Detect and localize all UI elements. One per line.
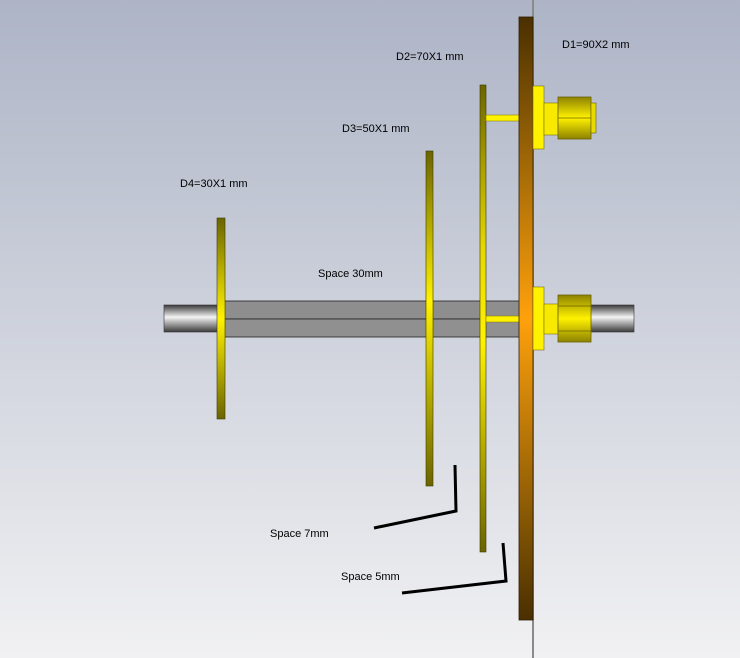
pin-upper [485, 114, 521, 122]
pin-lower [485, 315, 521, 323]
space-5mm-callout [401, 542, 508, 595]
label-d2: D2=70X1 mm [396, 51, 464, 63]
rod-end-right [589, 304, 635, 333]
support-rod [219, 300, 523, 338]
label-d1: D1=90X2 mm [562, 39, 630, 51]
label-d3: D3=50X1 mm [342, 123, 410, 135]
rod-end-left [163, 304, 223, 333]
connector-lower [532, 286, 592, 351]
disc-d3 [425, 150, 434, 487]
space-7mm-callout [373, 464, 458, 530]
label-d4: D4=30X1 mm [180, 178, 248, 190]
disc-d4 [216, 217, 226, 420]
label-space-5mm: Space 5mm [341, 571, 400, 583]
label-space-30mm: Space 30mm [318, 268, 383, 280]
disc-d2 [479, 84, 487, 553]
ground-plate-d1 [518, 16, 534, 621]
label-space-7mm: Space 7mm [270, 528, 329, 540]
connector-upper [532, 85, 597, 150]
